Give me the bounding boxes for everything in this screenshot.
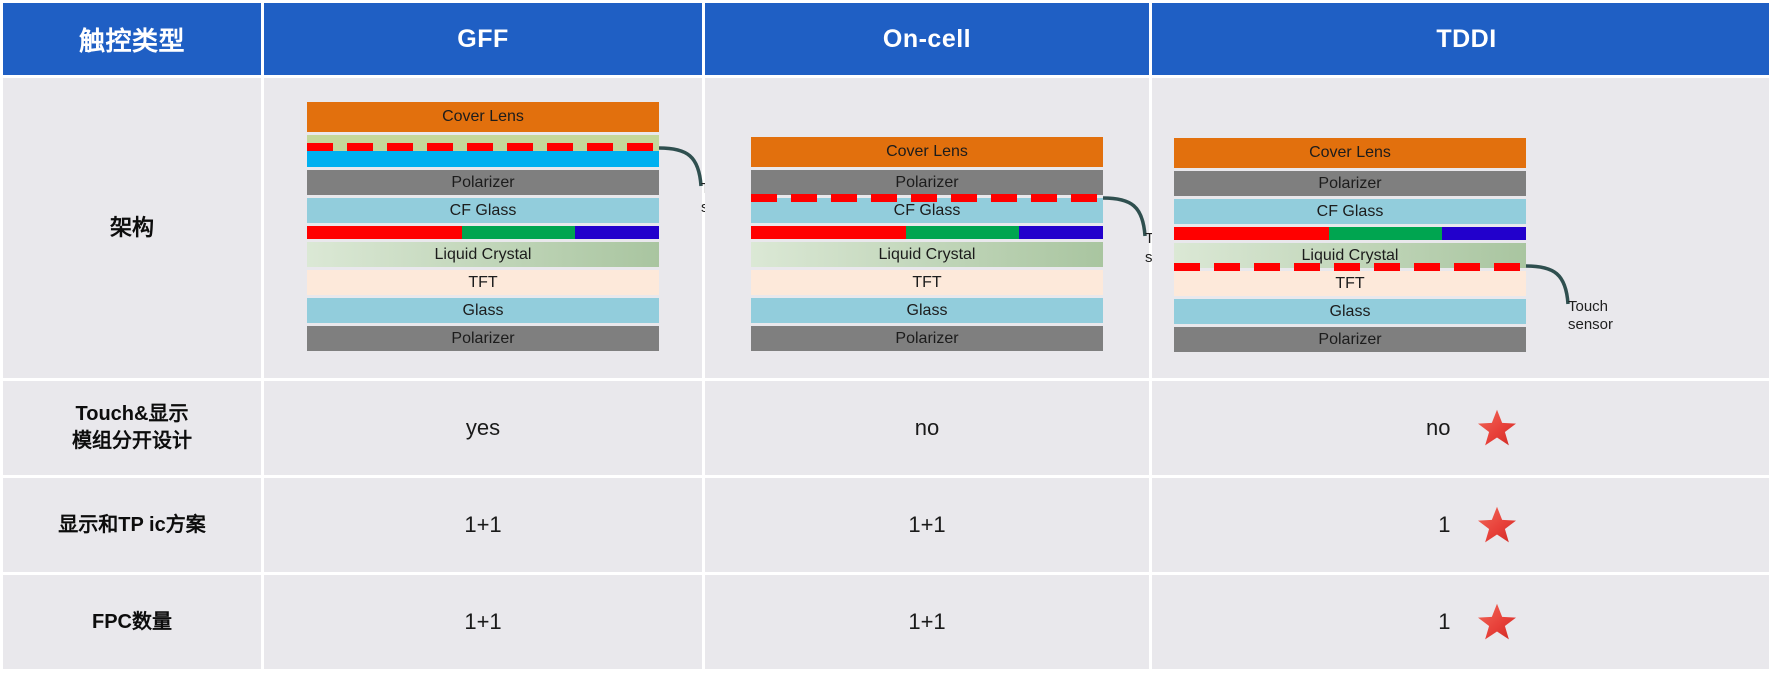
row-label-line-2: 模组分开设计 — [72, 430, 192, 452]
touch-sensor-dashed-line — [307, 143, 659, 151]
table-row-separate-module-design: Touch&显示 模组分开设计 yes no no — [3, 381, 1769, 475]
layer-color-filter — [1174, 226, 1526, 240]
value-text: 1 — [1438, 512, 1451, 537]
column-header-oncell: On-cell — [705, 3, 1149, 75]
layer-stack-oncell: Cover Lens Polarizer CF Glass Liquid Cry… — [751, 102, 1190, 351]
touch-sensor-leader-line — [658, 146, 703, 187]
layer-polarizer-bottom: Polarizer — [1174, 326, 1526, 352]
row-label-fpc-count: FPC数量 — [3, 575, 261, 669]
layer-stack-gff: Cover Lens Polarizer CF Glass Liquid Cry… — [307, 102, 746, 351]
row-label-line-1: Touch&显示 — [75, 403, 189, 425]
layer-polarizer-bottom: Polarizer — [307, 326, 659, 351]
diagram-cell-oncell: Cover Lens Polarizer CF Glass Liquid Cry… — [705, 78, 1190, 378]
layer-liquid-crystal: Liquid Crystal — [307, 242, 659, 267]
touch-sensor-leader-line — [1102, 196, 1147, 237]
layer-tft: TFT — [307, 270, 659, 295]
layer-polarizer: Polarizer — [307, 170, 659, 195]
layer-glass: Glass — [1174, 298, 1526, 324]
layer-color-filter — [751, 226, 1103, 239]
star-icon — [1477, 506, 1516, 543]
table-row-architecture: 架构 Cover Lens Polarizer CF Glass Liquid … — [3, 78, 1769, 378]
value-text: 1+1 — [464, 609, 502, 634]
column-header-gff: GFF — [264, 3, 702, 75]
layer-glass: Glass — [751, 298, 1103, 323]
touch-sensor-dashed-line — [751, 194, 1103, 202]
layer-color-filter — [307, 226, 659, 239]
value-text: no — [1426, 415, 1451, 440]
value-text: 1 — [1438, 609, 1451, 634]
value-cell-oncell-separate-module: no — [705, 381, 1149, 475]
value-cell-gff-fpc: 1+1 — [264, 575, 702, 669]
callout-line-1: Touch — [1568, 297, 1609, 315]
layer-cover-lens: Cover Lens — [307, 102, 659, 132]
callout-line-2: sensor — [1568, 316, 1614, 334]
layer-oca-cyan — [307, 151, 659, 167]
diagram-cell-gff: Cover Lens Polarizer CF Glass Liquid Cry… — [264, 78, 746, 378]
touch-sensor-dashed-line — [1174, 262, 1526, 271]
layer-cover-lens: Cover Lens — [751, 137, 1103, 167]
layer-polarizer: Polarizer — [751, 170, 1103, 195]
value-cell-tddi-separate-module: no — [1152, 381, 1769, 475]
layer-polarizer: Polarizer — [1174, 170, 1526, 196]
layer-stack-tddi: Cover Lens Polarizer CF Glass Liquid Cry… — [1174, 102, 1613, 352]
value-cell-gff-tp-ic: 1+1 — [264, 478, 702, 572]
value-text: no — [914, 415, 940, 440]
value-cell-tddi-tp-ic: 1 — [1152, 478, 1769, 572]
row-label-architecture: 架构 — [3, 78, 261, 378]
diagram-cell-tddi: Cover Lens Polarizer CF Glass Liquid Cry… — [1152, 78, 1769, 378]
value-text: 1+1 — [908, 609, 946, 634]
row-label-line-1: FPC数量 — [92, 610, 172, 633]
layer-cf-glass: CF Glass — [751, 198, 1103, 223]
table-row-fpc-count: FPC数量 1+1 1+1 1 — [3, 575, 1769, 669]
value-cell-oncell-tp-ic: 1+1 — [705, 478, 1149, 572]
layer-cf-glass: CF Glass — [1174, 198, 1526, 224]
layer-polarizer-bottom: Polarizer — [751, 326, 1103, 351]
layer-tft: TFT — [1174, 270, 1526, 296]
layer-tft: TFT — [751, 270, 1103, 295]
star-icon — [1477, 409, 1516, 446]
value-cell-gff-separate-module: yes — [264, 381, 702, 475]
value-text: 1+1 — [908, 512, 946, 537]
column-header-touch-type: 触控类型 — [3, 3, 261, 75]
table-row-display-and-tp-ic: 显示和TP ic方案 1+1 1+1 1 — [3, 478, 1769, 572]
row-label-separate-module-design: Touch&显示 模组分开设计 — [3, 381, 261, 475]
touch-technology-comparison-table: 触控类型 GFF On-cell TDDI 架构 Cover Lens Pola… — [3, 3, 1769, 669]
table-header-row: 触控类型 GFF On-cell TDDI — [3, 3, 1769, 75]
value-text: 1+1 — [464, 512, 502, 537]
layer-glass: Glass — [307, 298, 659, 323]
value-text: yes — [465, 415, 501, 440]
row-label-display-and-tp-ic: 显示和TP ic方案 — [3, 478, 261, 572]
value-cell-oncell-fpc: 1+1 — [705, 575, 1149, 669]
value-cell-tddi-fpc: 1 — [1152, 575, 1769, 669]
layer-cf-glass: CF Glass — [307, 198, 659, 223]
layer-liquid-crystal: Liquid Crystal — [751, 242, 1103, 267]
layer-cover-lens: Cover Lens — [1174, 137, 1526, 168]
touch-sensor-leader-line — [1525, 263, 1570, 304]
star-icon — [1477, 603, 1516, 640]
row-label-line-1: 显示和TP ic方案 — [58, 513, 206, 536]
touch-sensor-callout-tddi: Touch sensor — [1568, 298, 1613, 336]
column-header-tddi: TDDI — [1152, 3, 1769, 75]
